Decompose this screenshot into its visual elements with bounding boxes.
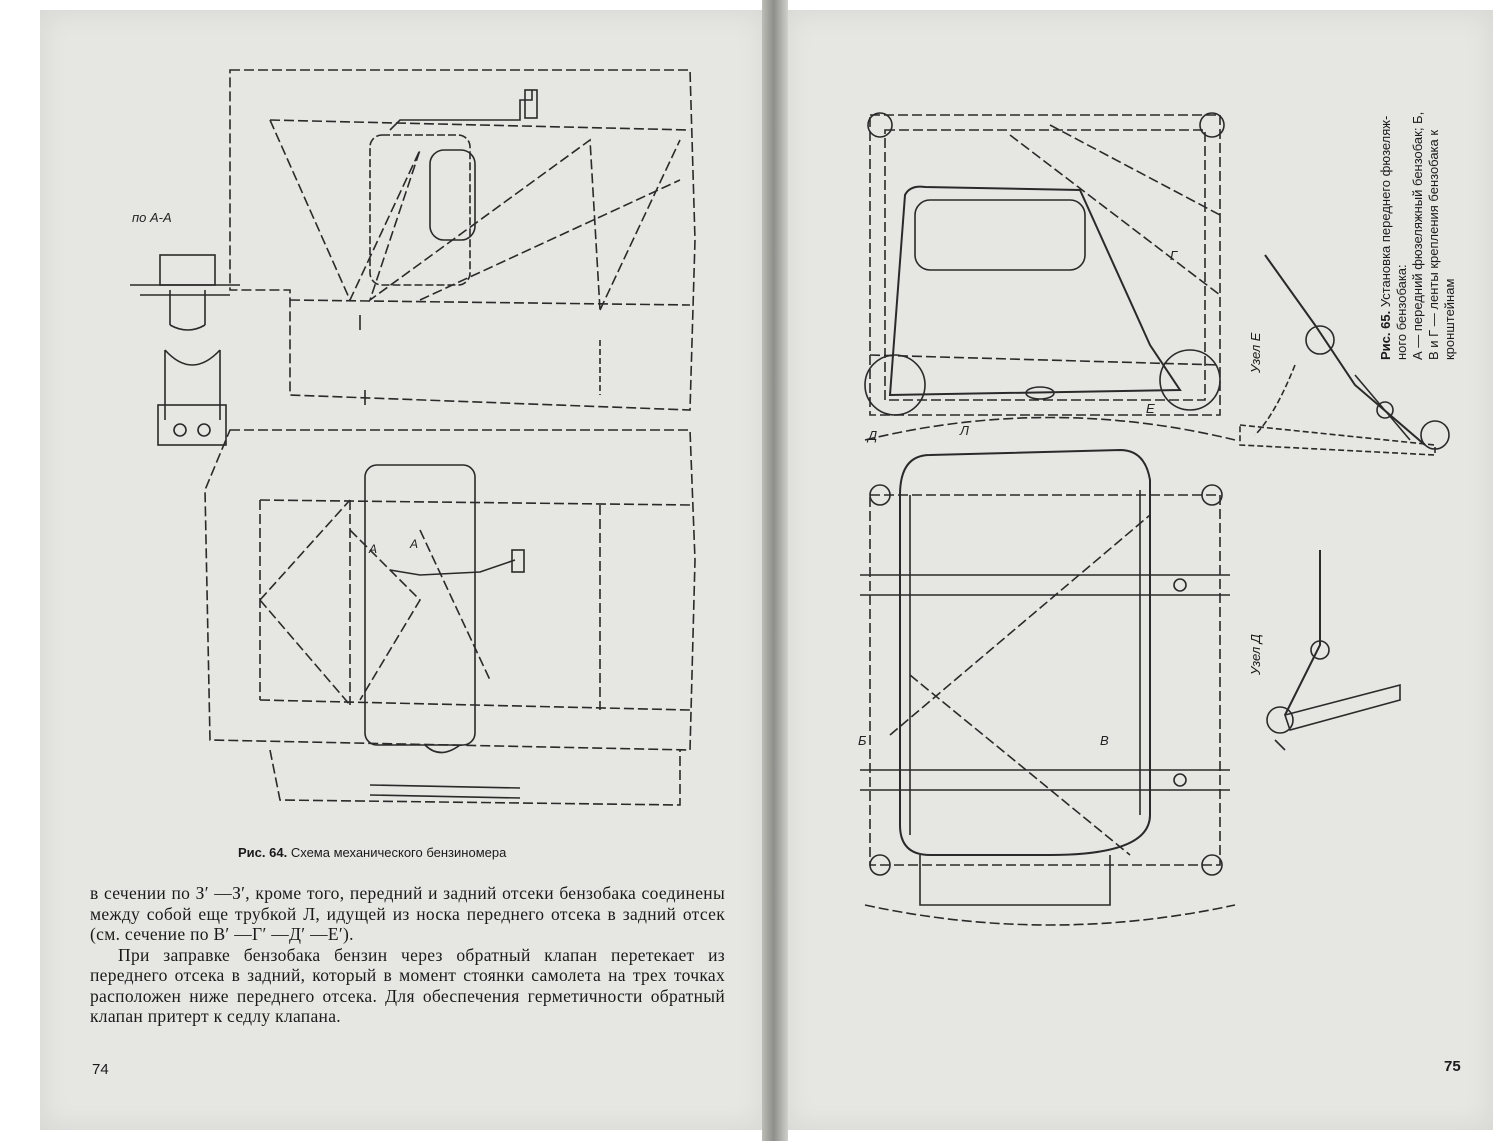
label-v: В <box>1100 733 1109 748</box>
figure-65-drawing: Г Е Д Л Б В <box>858 112 1236 926</box>
node-details-drawing <box>1239 254 1450 751</box>
callout-a-right: А <box>409 537 418 551</box>
paragraph-2: При заправке бензобака бензин через обра… <box>90 944 725 1027</box>
paragraph-1: в сечении по З′ —З′, кроме того, передни… <box>90 883 725 944</box>
figure-65-caption-line4: В и Г — ленты крепления бензобака к <box>1426 129 1441 360</box>
figure-65-caption-line5: кронштейнам <box>1442 278 1457 360</box>
callout-a-left: А <box>368 542 377 556</box>
figure-64-drawing: по А-А А А <box>130 69 696 806</box>
node-d-label: Узел Д <box>1248 634 1263 675</box>
page-number-left: 74 <box>92 1061 109 1078</box>
figure-65-number: Рис. 65. <box>1378 310 1393 360</box>
right-page <box>785 10 1493 1130</box>
label-d: Д <box>866 428 877 443</box>
figure-64-caption-text: Схема механического бензиномера <box>290 845 507 860</box>
label-g: Г <box>1170 248 1178 263</box>
left-body-text: в сечении по З′ —З′, кроме того, передни… <box>90 883 725 1027</box>
figure-65-caption-line3: А — передний фюзеляжный бензобак; Б, <box>1410 111 1425 360</box>
node-e-label: Узел Е <box>1248 332 1263 373</box>
figure-64-number: Рис. 64. <box>238 845 288 860</box>
figure-65-caption-line1: Установка переднего фюзеляж- <box>1378 115 1393 308</box>
book-gutter <box>762 0 788 1141</box>
page-number-right: 75 <box>1444 1058 1461 1075</box>
label-e: Е <box>1146 401 1155 416</box>
figure-64-caption: Рис. 64. Схема механического бензиномера <box>238 845 506 860</box>
label-l: Л <box>959 423 969 438</box>
figure-65-caption: Рис. 65. Установка переднего фюзеляж- но… <box>1378 30 1458 360</box>
label-b: Б <box>858 733 867 748</box>
figure-65-caption-line2: ного бензобака: <box>1394 264 1409 360</box>
section-label-a-a: по А-А <box>132 210 172 225</box>
